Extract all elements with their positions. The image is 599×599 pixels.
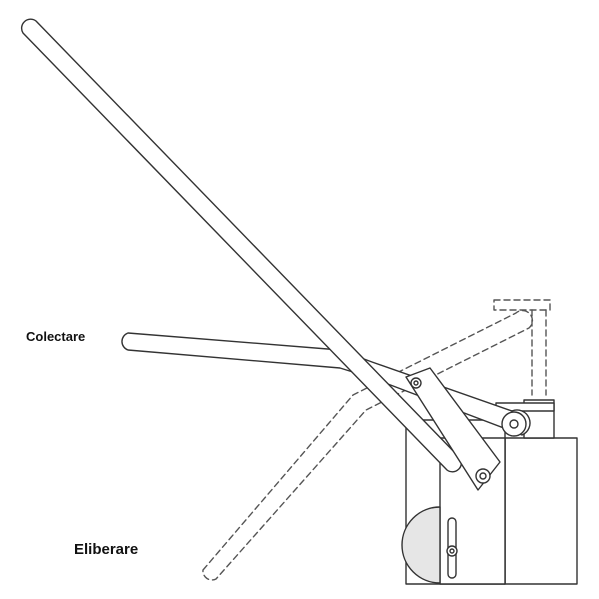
release-label: Eliberare (74, 541, 139, 558)
long-handle (20, 18, 463, 473)
collect-position-arm (121, 332, 531, 437)
release-position-arm-dashed (202, 299, 551, 581)
wheel (401, 506, 458, 584)
handle-bracket (405, 367, 501, 491)
collect-label: Colectare (26, 329, 86, 344)
